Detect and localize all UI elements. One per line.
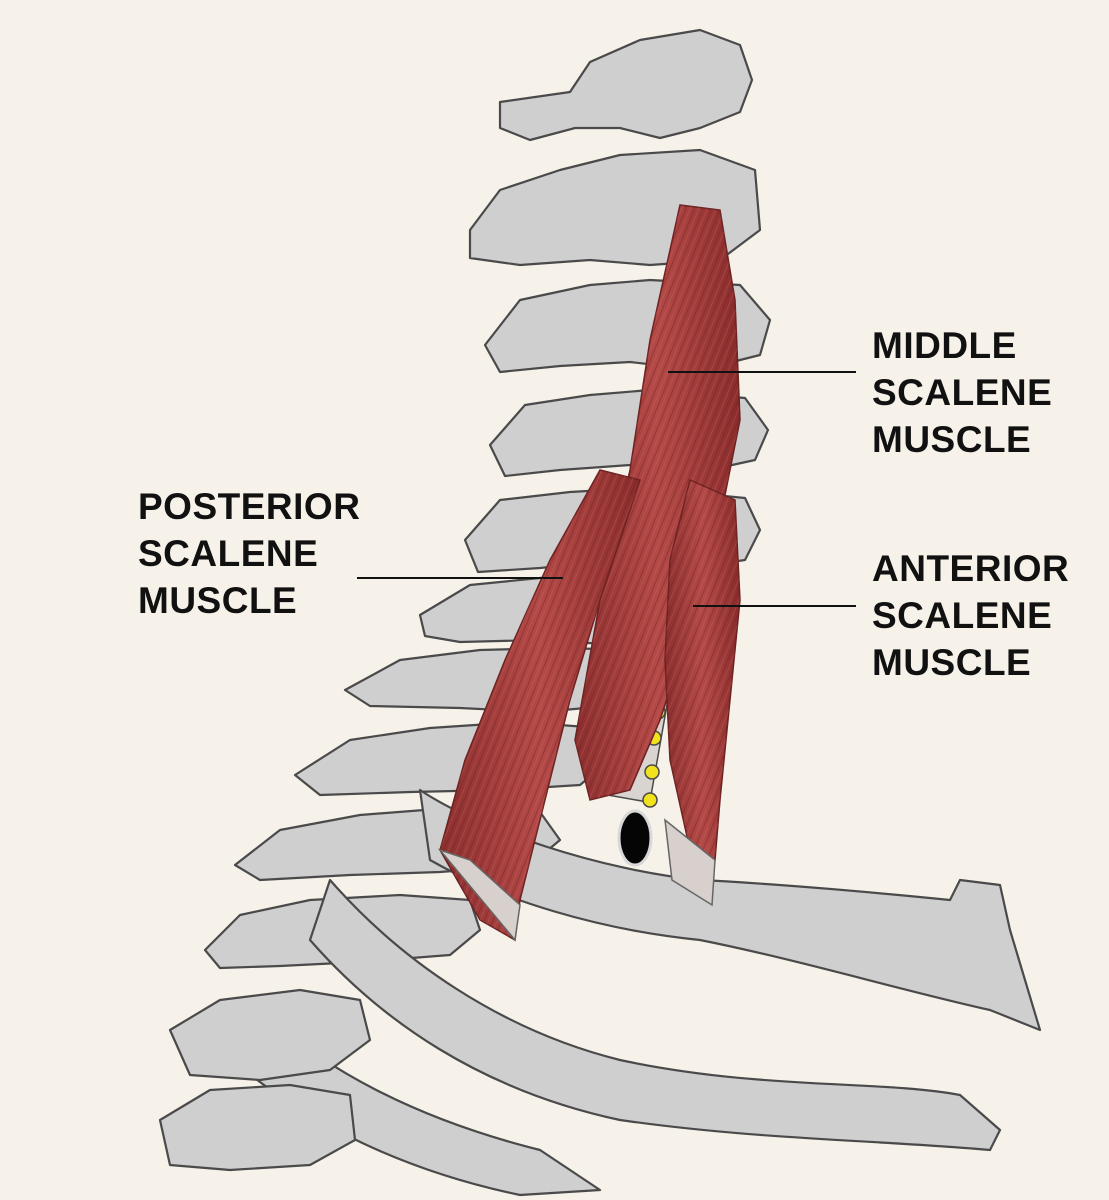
label-line: SCALENE	[872, 369, 1052, 416]
label-line: SCALENE	[138, 530, 360, 577]
posterior-scalene-label: POSTERIOR SCALENE MUSCLE	[138, 483, 360, 624]
label-line: ANTERIOR	[872, 545, 1069, 592]
anterior-scalene-label: ANTERIOR SCALENE MUSCLE	[872, 545, 1069, 686]
label-line: MIDDLE	[872, 322, 1052, 369]
lower-vertebra	[170, 990, 370, 1080]
label-line: SCALENE	[872, 592, 1069, 639]
label-line: MUSCLE	[872, 639, 1069, 686]
label-line: MUSCLE	[138, 577, 360, 624]
vertebra-atlas	[500, 30, 752, 140]
nerve-root	[643, 793, 657, 807]
subclavian-artery	[619, 811, 651, 865]
middle-scalene-label: MIDDLE SCALENE MUSCLE	[872, 322, 1052, 463]
lower-vertebra-2	[160, 1085, 355, 1170]
vertebra-t1	[295, 722, 610, 795]
label-line: POSTERIOR	[138, 483, 360, 530]
nerve-root	[645, 765, 659, 779]
label-line: MUSCLE	[872, 416, 1052, 463]
